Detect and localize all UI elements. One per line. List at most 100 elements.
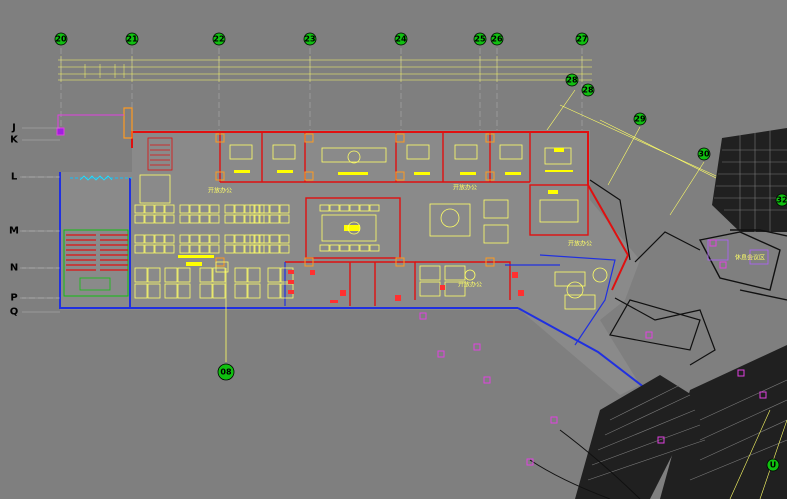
desk <box>329 204 340 212</box>
column-axis-bubble-27[interactable]: 27 <box>575 32 589 46</box>
column-axis-bubble-20-label: 20 <box>55 35 67 44</box>
section-marker-bubble[interactable]: 08 <box>217 363 235 381</box>
desk <box>259 244 270 254</box>
room-label-a: 开放办公 <box>208 187 232 195</box>
desk <box>147 267 161 283</box>
row-axis-label-K[interactable]: K <box>10 135 19 146</box>
diagonal-axis-bubble-U-circle <box>766 458 780 472</box>
desk <box>259 204 270 214</box>
desk <box>164 234 175 244</box>
section-marker-bubble-circle <box>217 363 235 381</box>
diagonal-axis-bubble-32[interactable]: 32 <box>775 193 787 207</box>
column-markers <box>419 239 767 466</box>
column-axis-bubble-25[interactable]: 25 <box>473 32 487 46</box>
desk <box>144 204 155 214</box>
section-marker-bubble-label: 08 <box>220 368 232 377</box>
column-axis-bubble-20-circle <box>54 32 68 46</box>
desk <box>164 214 175 224</box>
exterior-walls <box>59 131 646 389</box>
desk <box>134 214 145 224</box>
column-axis-bubble-24[interactable]: 24 <box>394 32 408 46</box>
desk <box>419 265 441 281</box>
row-axis-label-M[interactable]: M <box>9 226 19 237</box>
diagonal-axis-bubble-28-circle <box>581 83 595 97</box>
desk <box>199 244 210 254</box>
desk <box>339 244 350 252</box>
row-axis-label-L[interactable]: L <box>11 172 18 183</box>
desk <box>177 283 191 299</box>
diagonal-axis-bubble-30[interactable]: 30 <box>697 147 711 161</box>
desk <box>279 244 290 254</box>
stair-core-top <box>147 137 173 171</box>
desk <box>189 244 200 254</box>
desk <box>212 267 226 283</box>
column-axis-bubble-26-circle <box>490 32 504 46</box>
desk <box>329 244 340 252</box>
row-axis-label-J[interactable]: J <box>11 123 16 134</box>
column-axis-bubble-23[interactable]: 23 <box>303 32 317 46</box>
column-magenta <box>56 127 65 136</box>
desk <box>212 283 226 299</box>
room-label-meeting: 休息会议区 <box>735 254 765 262</box>
diagonal-axis-bubble-32-label: 32 <box>776 196 787 205</box>
desk <box>244 204 255 214</box>
desk <box>254 244 265 254</box>
column-axis-bubble-24-label: 24 <box>395 35 407 44</box>
column-axis-bubble-22[interactable]: 22 <box>212 32 226 46</box>
column-axis-bubble-23-circle <box>303 32 317 46</box>
desk <box>349 204 360 212</box>
desk <box>179 214 190 224</box>
column-axis-bubble-20[interactable]: 20 <box>54 32 68 46</box>
desk <box>179 234 190 244</box>
column-axis-bubble-26[interactable]: 26 <box>490 32 504 46</box>
desk <box>144 244 155 254</box>
desk <box>164 244 175 254</box>
desk <box>209 234 220 244</box>
row-axis-label-P[interactable]: P <box>10 293 17 304</box>
red-chairs <box>288 270 524 303</box>
desk <box>144 214 155 224</box>
desk <box>209 214 220 224</box>
column-axis-bubble-26-label: 26 <box>491 35 503 44</box>
desk <box>234 204 245 214</box>
curved-edge <box>529 429 641 499</box>
desk <box>234 283 248 299</box>
column-axis-bubble-27-label: 27 <box>576 35 587 44</box>
diagonal-axis-bubble-30-label: 30 <box>698 150 710 159</box>
column-axis-bubble-25-circle <box>473 32 487 46</box>
desk <box>164 283 178 299</box>
section-box <box>215 261 229 273</box>
diagonal-axis-bubble-29[interactable]: 29 <box>633 112 647 126</box>
desk <box>199 267 213 283</box>
desk <box>554 271 586 287</box>
desk <box>249 234 260 244</box>
desk <box>279 234 290 244</box>
row-axis-label-Q[interactable]: Q <box>10 307 19 318</box>
row-axis-label-N[interactable]: N <box>10 263 18 274</box>
desk <box>269 214 280 224</box>
desk <box>224 214 235 224</box>
desk <box>249 204 260 214</box>
desk <box>280 267 294 283</box>
desk <box>199 204 210 214</box>
desk <box>154 234 165 244</box>
room-label-c: 开放办公 <box>568 240 592 248</box>
column-axis-bubble-21-label: 21 <box>126 35 138 44</box>
desk <box>199 234 210 244</box>
diagonal-axis-bubble-28-label: 28 <box>582 86 594 95</box>
pipe-magenta <box>57 114 124 130</box>
desk <box>234 267 248 283</box>
diagonal-axis-bubble-28[interactable]: 28 <box>565 73 579 87</box>
diagonal-axis-bubble-30-circle <box>697 147 711 161</box>
diagonal-axis-bubble-28[interactable]: 28 <box>581 83 595 97</box>
desk <box>147 283 161 299</box>
dimension-chain <box>58 59 592 81</box>
interior-partitions <box>219 132 589 306</box>
column-axis-bubble-21[interactable]: 21 <box>125 32 139 46</box>
diagonal-axis-bubble-U[interactable]: U <box>766 458 780 472</box>
desk <box>269 234 280 244</box>
column-axis-bubble-21-circle <box>125 32 139 46</box>
